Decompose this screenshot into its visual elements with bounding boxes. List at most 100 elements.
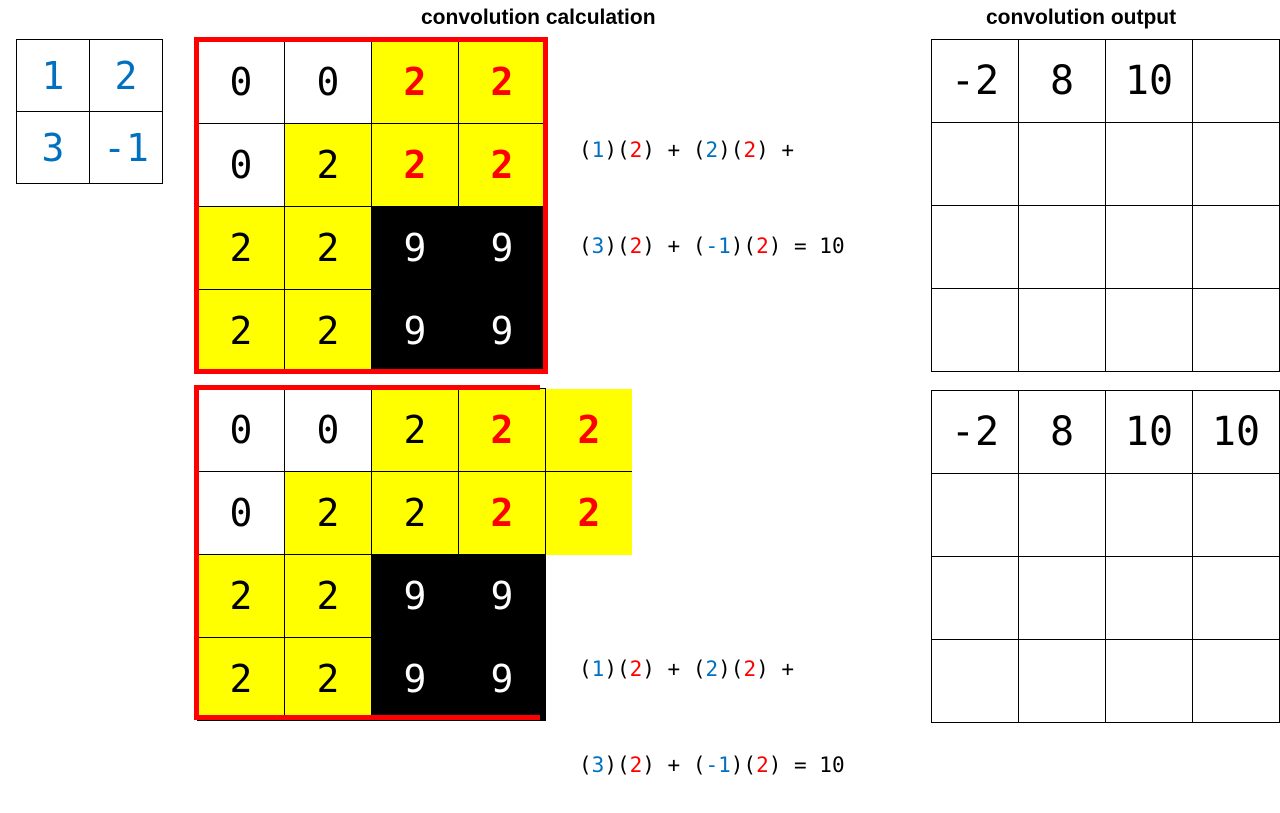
input-cell: 2 — [284, 289, 372, 373]
formula-text: ) + ( — [642, 138, 706, 162]
output-cell — [1105, 473, 1193, 557]
formula-line: (3)(2) + (-1)(2) = 10 — [579, 230, 845, 262]
output-cell — [1105, 288, 1193, 372]
output-cell — [1105, 556, 1193, 640]
output-cell — [1192, 205, 1280, 289]
output-cell — [1192, 288, 1280, 372]
formula-text: ) + ( — [642, 753, 706, 777]
kernel-value: 3 — [591, 234, 605, 258]
input-cell: 2 — [197, 554, 285, 638]
input-value: 2 — [629, 138, 643, 162]
input-cell: 2 — [371, 40, 459, 124]
input-cell: 2 — [545, 388, 632, 472]
formula-bottom: (1)(2) + (2)(2) + (3)(2) + (-1)(2) = 10 — [579, 589, 845, 813]
kernel-value: 1 — [591, 138, 605, 162]
input-value: 2 — [743, 138, 757, 162]
output-cell: 8 — [1018, 39, 1106, 123]
formula-text: ) = 10 — [768, 753, 845, 777]
output-cell — [931, 473, 1019, 557]
input-cell: 0 — [197, 388, 285, 472]
input-cell: 9 — [371, 637, 459, 721]
kernel-value: 1 — [591, 657, 605, 681]
output-cell — [1105, 639, 1193, 723]
formula-text: ) + — [756, 138, 795, 162]
output-cell — [1192, 473, 1280, 557]
formula-text: ( — [579, 657, 592, 681]
formula-top: (1)(2) + (2)(2) + (3)(2) + (-1)(2) = 10 — [579, 70, 845, 294]
input-cell: 2 — [197, 637, 285, 721]
output-cell — [1105, 122, 1193, 206]
output-cell — [1192, 122, 1280, 206]
kernel-value: 2 — [705, 657, 719, 681]
formula-text: )( — [730, 234, 757, 258]
output-cell — [1192, 39, 1280, 123]
input-value: 2 — [756, 753, 769, 777]
input-value: 2 — [629, 657, 643, 681]
input-cell: 9 — [371, 289, 459, 373]
formula-line: (1)(2) + (2)(2) + — [579, 653, 845, 685]
input-cell: 9 — [458, 637, 546, 721]
output-cell — [931, 639, 1019, 723]
input-cell: 0 — [197, 471, 285, 555]
calculation-title: convolution calculation — [421, 6, 656, 29]
output-cell: 10 — [1105, 390, 1193, 474]
input-cell: 2 — [197, 206, 285, 290]
output-title: convolution output — [986, 6, 1177, 29]
output-cell — [1018, 288, 1106, 372]
input-cell: 9 — [458, 289, 546, 373]
input-cell: 2 — [458, 40, 546, 124]
input-cell: 2 — [284, 123, 372, 207]
output-cell — [1018, 639, 1106, 723]
kernel-value: 3 — [591, 753, 605, 777]
formula-text: ) + ( — [642, 234, 706, 258]
output-cell — [931, 556, 1019, 640]
formula-text: ) + — [756, 657, 795, 681]
input-cell: 9 — [458, 554, 546, 638]
output-cell: 8 — [1018, 390, 1106, 474]
input-value: 2 — [743, 657, 757, 681]
formula-text: ( — [579, 234, 592, 258]
input-cell: 9 — [458, 206, 546, 290]
input-cell: 9 — [371, 554, 459, 638]
output-cell — [1192, 556, 1280, 640]
kernel-cell: -1 — [89, 111, 163, 184]
output-cell — [1018, 556, 1106, 640]
output-cell — [1018, 205, 1106, 289]
input-cell: 9 — [371, 206, 459, 290]
output-cell — [1105, 205, 1193, 289]
input-cell: 2 — [371, 123, 459, 207]
input-cell: 2 — [284, 206, 372, 290]
kernel-value: 2 — [705, 138, 719, 162]
output-cell: -2 — [931, 390, 1019, 474]
output-cell: -2 — [931, 39, 1019, 123]
input-cell: 2 — [284, 471, 372, 555]
input-cell: 0 — [284, 388, 372, 472]
input-value: 2 — [629, 753, 643, 777]
formula-text: )( — [604, 753, 630, 777]
output-cell: 10 — [1192, 390, 1280, 474]
formula-line: (1)(2) + (2)(2) + — [579, 134, 845, 166]
kernel-cell: 3 — [16, 111, 90, 184]
formula-text: )( — [604, 234, 630, 258]
formula-text: )( — [604, 138, 630, 162]
input-cell: 2 — [458, 471, 546, 555]
input-cell: 2 — [458, 123, 546, 207]
input-cell: 0 — [197, 40, 285, 124]
input-cell: 2 — [197, 289, 285, 373]
formula-line: (3)(2) + (-1)(2) = 10 — [579, 749, 845, 781]
formula-text: )( — [718, 138, 744, 162]
input-cell: 2 — [458, 388, 546, 472]
output-cell: 10 — [1105, 39, 1193, 123]
input-cell: 2 — [284, 637, 372, 721]
kernel-cell: 1 — [16, 39, 90, 112]
formula-text: )( — [718, 657, 744, 681]
formula-text: ( — [579, 753, 592, 777]
input-value: 2 — [629, 234, 643, 258]
kernel-cell: 2 — [89, 39, 163, 112]
formula-text: )( — [730, 753, 757, 777]
output-cell — [1018, 122, 1106, 206]
formula-text: ( — [579, 138, 592, 162]
output-cell — [1192, 639, 1280, 723]
